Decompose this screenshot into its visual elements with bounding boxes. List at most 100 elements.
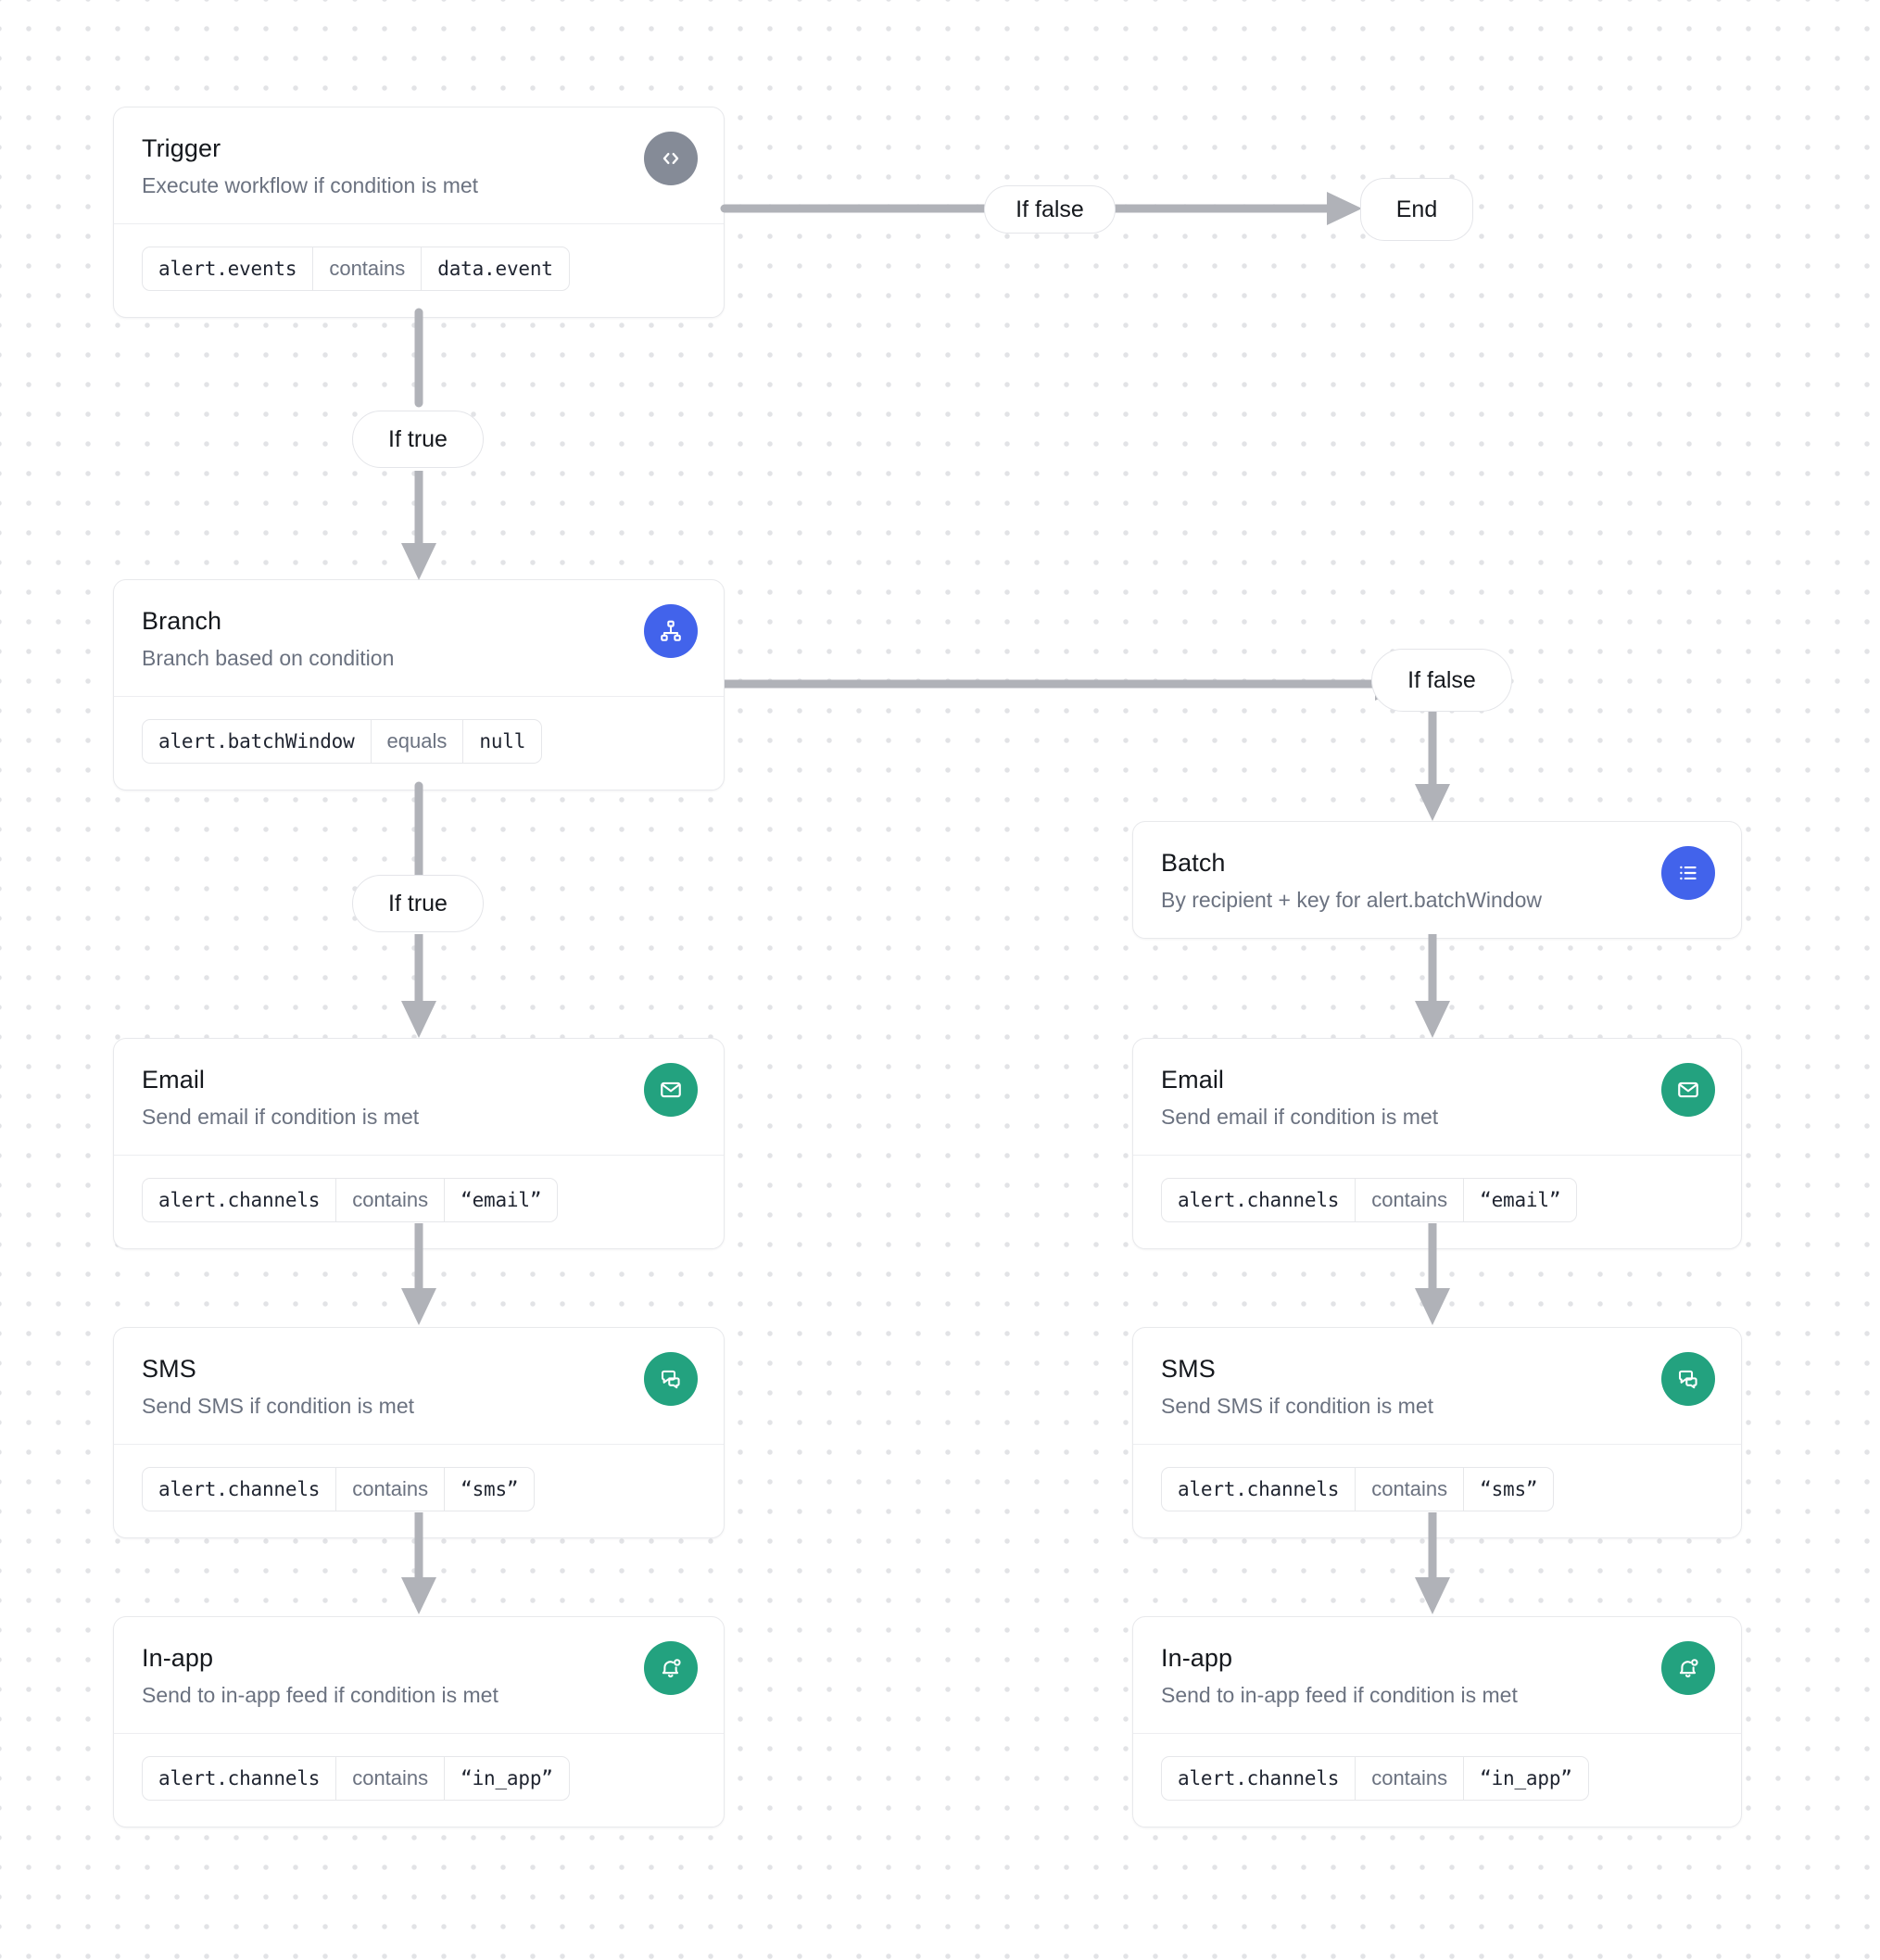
node-header: In-app Send to in-app feed if condition … [114, 1617, 724, 1733]
edge-email-to-sms-right [1414, 1223, 1451, 1325]
condition-operator: contains [335, 1756, 444, 1800]
edge-iftrue-to-branch [400, 471, 437, 580]
condition-chip[interactable]: alert.events contains data.event [142, 246, 570, 291]
condition-value: data.event [421, 247, 568, 290]
condition-operator: contains [312, 247, 421, 290]
envelope-icon [644, 1063, 698, 1117]
edge-sms-to-inapp-right [1414, 1512, 1451, 1614]
node-body: alert.batchWindow equals null [114, 697, 724, 790]
condition-operator: contains [1355, 1756, 1463, 1800]
condition-field: alert.channels [158, 1477, 321, 1500]
list-icon [1661, 846, 1715, 900]
node-subtitle: By recipient + key for alert.batchWindow [1161, 887, 1542, 912]
divider [1133, 1154, 1741, 1156]
condition-operator: contains [1355, 1178, 1463, 1221]
node-sms-left[interactable]: SMS Send SMS if condition is met alert.c… [113, 1327, 725, 1538]
condition-field: alert.events [158, 257, 297, 280]
edge-branch-to-iftrue [400, 781, 437, 881]
condition-chip[interactable]: alert.channels contains “in_app” [1161, 1755, 1589, 1801]
envelope-icon [1661, 1063, 1715, 1117]
condition-value: “email” [444, 1178, 557, 1221]
edge-false-to-end [1112, 190, 1362, 227]
divider [114, 1154, 724, 1156]
condition-field: alert.channels [1178, 1477, 1340, 1500]
edge-sms-to-inapp-left [400, 1512, 437, 1614]
node-subtitle: Branch based on condition [142, 645, 395, 670]
node-header: Email Send email if condition is met [1133, 1039, 1741, 1155]
pill-branch-if-true[interactable]: If true [352, 875, 484, 932]
condition-chip[interactable]: alert.batchWindow equals null [142, 718, 543, 764]
node-title: SMS [1161, 1355, 1216, 1383]
pill-label: If true [388, 425, 448, 452]
node-title: Email [1161, 1066, 1225, 1094]
condition-value: “sms” [444, 1467, 534, 1511]
node-sms-right[interactable]: SMS Send SMS if condition is met alert.c… [1132, 1327, 1742, 1538]
pill-label: If false [1407, 666, 1476, 693]
pill-label: End [1395, 196, 1438, 222]
divider [114, 1443, 724, 1445]
divider [114, 1732, 724, 1734]
edge-email-to-sms-left [400, 1223, 437, 1325]
node-header: Branch Branch based on condition [114, 580, 724, 696]
node-body: alert.channels contains “sms” [114, 1445, 724, 1537]
node-subtitle: Send SMS if condition is met [1161, 1393, 1434, 1418]
condition-chip[interactable]: alert.channels contains “sms” [142, 1466, 536, 1511]
pill-label: If true [388, 890, 448, 917]
edge-iftrue-to-email-left [400, 934, 437, 1038]
condition-field: alert.channels [1178, 1766, 1340, 1789]
bell-dot-icon [1661, 1641, 1715, 1695]
node-inapp-right[interactable]: In-app Send to in-app feed if condition … [1132, 1616, 1742, 1827]
condition-operator: equals [370, 719, 463, 763]
edge-batch-to-email-right [1414, 934, 1451, 1038]
chat-bubbles-icon [644, 1352, 698, 1406]
condition-chip[interactable]: alert.channels contains “email” [1161, 1177, 1578, 1222]
edge-trigger-to-iftrue [400, 308, 437, 408]
node-email-left[interactable]: Email Send email if condition is met ale… [113, 1038, 725, 1249]
node-subtitle: Execute workflow if condition is met [142, 172, 479, 197]
node-title: Branch [142, 607, 222, 635]
node-branch[interactable]: Branch Branch based on condition alert.b… [113, 579, 725, 790]
node-header: Email Send email if condition is met [114, 1039, 724, 1155]
pill-end[interactable]: End [1360, 178, 1473, 241]
node-trigger[interactable]: Trigger Execute workflow if condition is… [113, 107, 725, 318]
node-body: alert.channels contains “email” [114, 1156, 724, 1248]
pill-trigger-if-false[interactable]: If false [984, 185, 1116, 234]
condition-value: “email” [1463, 1178, 1576, 1221]
edge-branch-false [725, 665, 1410, 702]
condition-chip[interactable]: alert.channels contains “sms” [1161, 1466, 1555, 1511]
sitemap-icon [644, 604, 698, 658]
pill-branch-if-false[interactable]: If false [1371, 649, 1512, 712]
condition-value: “in_app” [444, 1756, 569, 1800]
node-title: SMS [142, 1355, 196, 1383]
condition-value: null [462, 719, 541, 763]
condition-operator: contains [1355, 1467, 1463, 1511]
node-inapp-left[interactable]: In-app Send to in-app feed if condition … [113, 1616, 725, 1827]
condition-field: alert.channels [158, 1766, 321, 1789]
node-title: In-app [142, 1644, 214, 1672]
node-title: In-app [1161, 1644, 1233, 1672]
node-header: Batch By recipient + key for alert.batch… [1133, 822, 1741, 938]
node-subtitle: Send email if condition is met [1161, 1104, 1439, 1129]
node-title: Email [142, 1066, 206, 1094]
pill-trigger-if-true[interactable]: If true [352, 411, 484, 468]
node-email-right[interactable]: Email Send email if condition is met ale… [1132, 1038, 1742, 1249]
node-title: Batch [1161, 849, 1226, 877]
node-batch[interactable]: Batch By recipient + key for alert.batch… [1132, 821, 1742, 939]
node-body: alert.channels contains “in_app” [114, 1734, 724, 1827]
condition-chip[interactable]: alert.channels contains “email” [142, 1177, 559, 1222]
node-body: alert.channels contains “in_app” [1133, 1734, 1741, 1827]
node-body: alert.channels contains “email” [1133, 1156, 1741, 1248]
divider [114, 222, 724, 224]
node-body: alert.channels contains “sms” [1133, 1445, 1741, 1537]
node-subtitle: Send to in-app feed if condition is met [1161, 1682, 1518, 1707]
condition-value: “sms” [1463, 1467, 1553, 1511]
node-subtitle: Send email if condition is met [142, 1104, 420, 1129]
divider [1133, 1732, 1741, 1734]
code-brackets-icon [644, 132, 698, 185]
node-body: alert.events contains data.event [114, 224, 724, 317]
node-subtitle: Send SMS if condition is met [142, 1393, 415, 1418]
condition-chip[interactable]: alert.channels contains “in_app” [142, 1755, 570, 1801]
node-title: Trigger [142, 134, 221, 162]
pill-label: If false [1016, 196, 1084, 222]
